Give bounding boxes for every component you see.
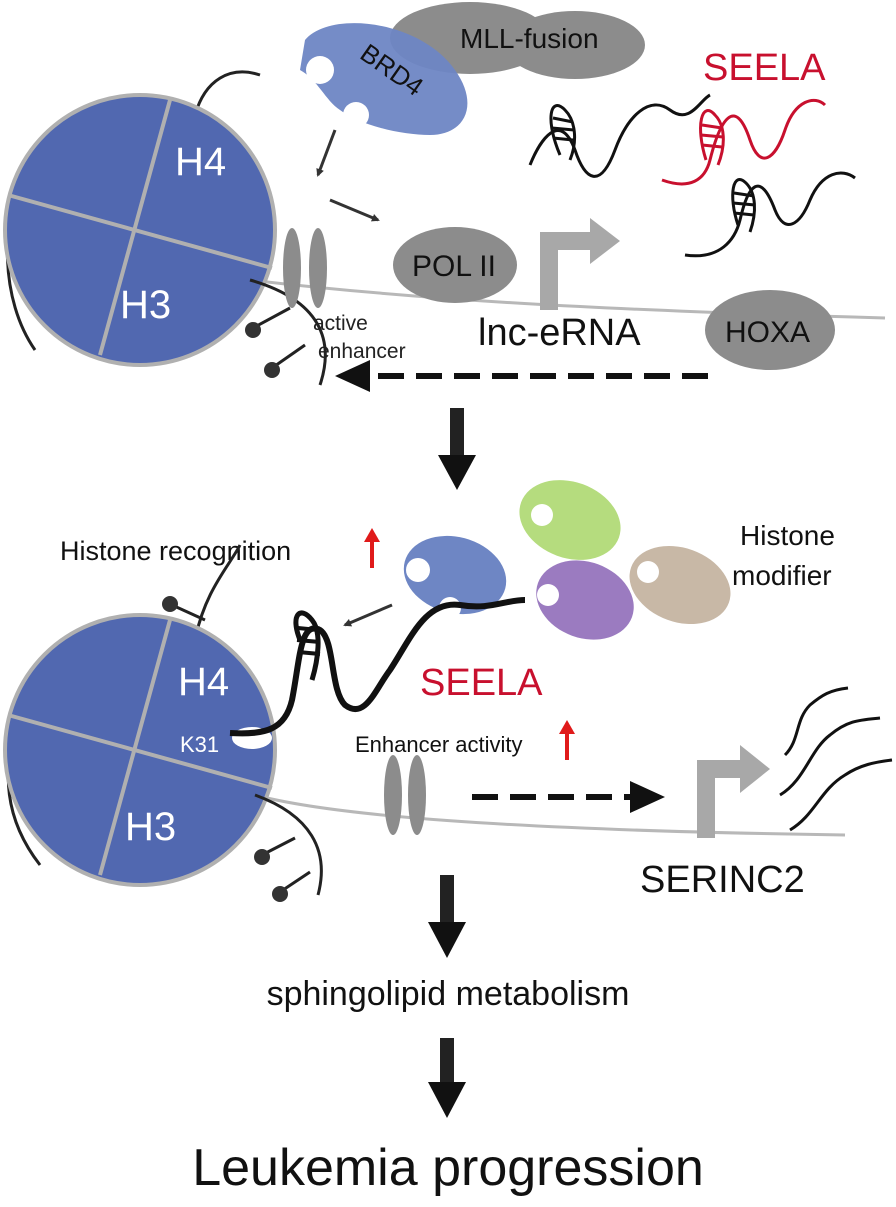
- bottom-panel: Histone recognition Histone modifier: [3, 480, 893, 902]
- green-modifier-protein: [519, 480, 621, 560]
- tan-modifier-protein: [629, 545, 731, 625]
- tss-arrow-top: [540, 218, 620, 310]
- serinc2-label: SERINC2: [640, 859, 805, 901]
- histone-tail-top-right: [249, 278, 327, 386]
- histone-recognition-label: Histone recognition: [60, 536, 291, 566]
- brd4-protein-bottom: [403, 535, 507, 619]
- down-arrow-1: [438, 408, 476, 490]
- brd4-to-pol2-arrow: [329, 198, 380, 222]
- active-enhancer-label-2: enhancer: [318, 340, 406, 363]
- histone-modifier-label-1: Histone: [740, 520, 835, 551]
- enhancer-oval-top-2: [309, 228, 327, 308]
- h3-label-bottom: H3: [125, 805, 176, 849]
- mll-fusion-label: MLL-fusion: [460, 23, 599, 54]
- recognition-arrow: [343, 603, 393, 627]
- acetyl-mark-top-1: [245, 322, 261, 338]
- k31-label: K31: [180, 732, 219, 757]
- enhancer-oval-bottom-1: [384, 755, 402, 835]
- h3-label-top: H3: [120, 283, 171, 327]
- seela-label-bottom: SEELA: [420, 662, 543, 704]
- mll-fusion-blob-2: [505, 11, 645, 79]
- serinc2-transcripts: [779, 686, 893, 832]
- seela-label-top: SEELA: [703, 47, 826, 89]
- h4-label-top: H4: [175, 140, 226, 184]
- acetyl-mark-bottom-top: [162, 596, 178, 612]
- brd4-to-enhancer-arrow: [316, 129, 337, 177]
- sphingolipid-metabolism-label: sphingolipid metabolism: [267, 975, 630, 1013]
- down-arrow-3: [428, 1038, 466, 1118]
- nucleosome-top: H4 H3: [3, 93, 277, 367]
- histone-tail-bottom-up: [193, 544, 242, 641]
- rna-molecule-seela-red: [661, 98, 827, 186]
- enhancer-activity-label: Enhancer activity: [355, 732, 523, 757]
- active-enhancer-label-1: active: [313, 312, 368, 335]
- dna-strand-bottom: [254, 793, 846, 837]
- seela-lncrna-bound: [229, 597, 526, 737]
- pol2-blob: [393, 227, 517, 303]
- down-arrow-2: [428, 875, 466, 958]
- purple-modifier-protein: [536, 560, 634, 640]
- tss-arrow-bottom: [697, 745, 770, 838]
- histone-modifier-label-2: modifier: [732, 560, 832, 591]
- lnc-erna-label: lnc-eRNA: [478, 312, 641, 354]
- leukemia-progression-label: Leukemia progression: [192, 1139, 704, 1197]
- nucleosome-bottom: H4 K31 H3: [3, 613, 277, 887]
- acetyl-mark-bottom-2: [272, 886, 288, 902]
- histone-tail-top-up: [193, 70, 261, 116]
- rna-molecule-black-2: [684, 171, 856, 258]
- acetyl-mark-bottom-1: [254, 849, 270, 865]
- rna-molecule-black-1: [528, 93, 711, 178]
- top-panel: H4 H3 active enhancer MLL-fusion BRD4 PO: [3, 2, 886, 392]
- dashed-arrow-head-top: [335, 360, 370, 392]
- hoxa-label: HOXA: [725, 316, 810, 349]
- enhancer-activity-up-arrow: [559, 720, 575, 760]
- enhancer-oval-top-1: [283, 228, 301, 308]
- histone-tail-bottom-right: [254, 793, 323, 896]
- brd4-protein: BRD4: [300, 23, 468, 135]
- dashed-arrow-head-bottom: [630, 781, 665, 813]
- pol2-label: POL II: [412, 250, 496, 283]
- enhancer-oval-bottom-2: [408, 755, 426, 835]
- histone-recognition-up-arrow: [364, 528, 380, 568]
- hoxa-blob: [705, 290, 835, 370]
- h4-label-bottom: H4: [178, 660, 229, 704]
- acetyl-mark-top-2: [264, 362, 280, 378]
